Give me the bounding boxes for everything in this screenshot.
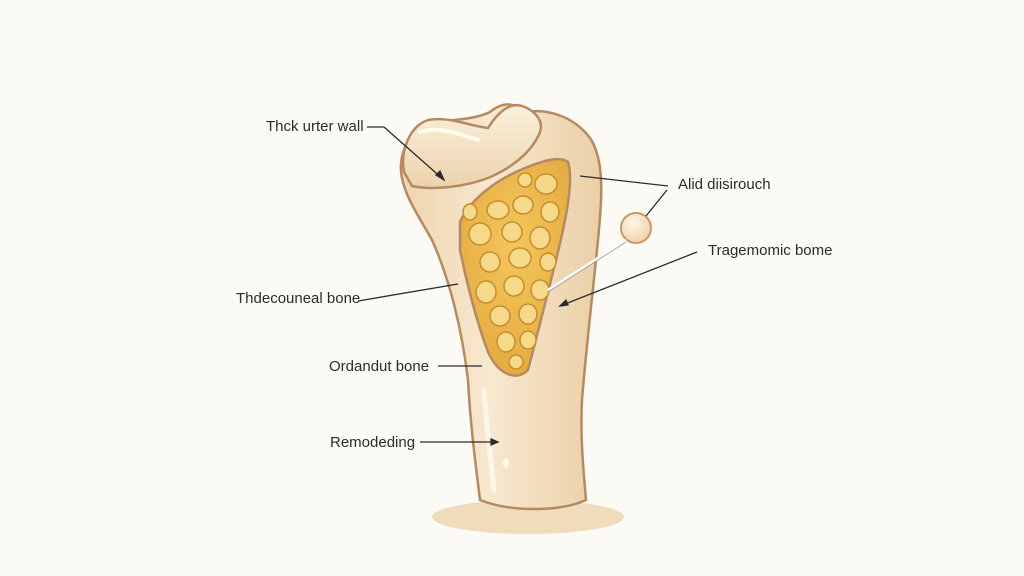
spongy-bone-cells [462, 172, 560, 370]
shaft-highlight [481, 387, 497, 493]
label-tragemomic-bome: Tragemomic bome [708, 242, 833, 259]
label-ordandut-bone: Ordandut bone [329, 358, 430, 375]
bone-head [401, 103, 543, 190]
bubble-stem-outline [547, 241, 627, 293]
ground-shadow [432, 500, 624, 534]
leader-lines [357, 126, 698, 446]
label-thdecouneal-bone: Thdecouneal bone [236, 290, 361, 307]
floating-bubble [620, 212, 652, 244]
label-thick-outer-wall: Thck urter wall [266, 118, 364, 135]
leader-thick-outer-wall-arrow [383, 126, 445, 181]
bone-head-highlight [418, 127, 480, 142]
leader-alid-diisirouch [579, 175, 669, 187]
leader-tragemomic-bome [559, 251, 698, 307]
label-alid-diisirouch: Alid diisirouch [678, 176, 771, 193]
leader-thdecouneal-bone [357, 283, 459, 302]
leader-alid-to-bubble [645, 189, 668, 217]
shaft-spot [503, 458, 509, 468]
bubble-stem [547, 238, 627, 292]
label-remodeding: Remodeding [330, 434, 416, 451]
